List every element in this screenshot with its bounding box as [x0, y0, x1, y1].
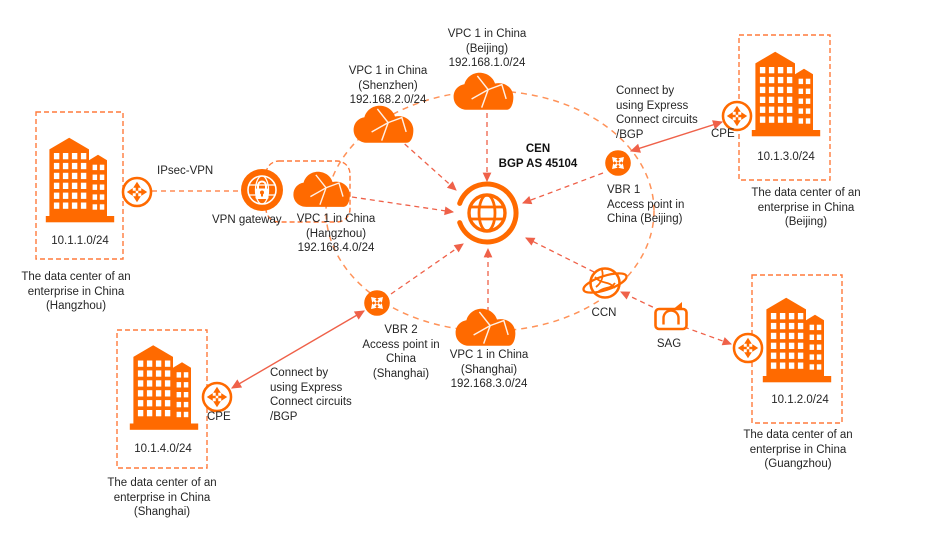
cpe-router-icon-shanghai: [201, 381, 233, 413]
datacenter-building-icon: [129, 345, 199, 430]
dc-beijing-cidr: 10.1.3.0/24: [757, 151, 815, 163]
vpc-hangzhou-label: VPC 1 in China (Hangzhou) 192.168.4.0/24: [296, 213, 376, 254]
vpn-gateway-icon: [241, 169, 283, 211]
ccn-icon: [582, 267, 628, 299]
vpc-shenzhen-label: VPC 1 in China (Shenzhen) 192.168.2.0/24: [348, 65, 428, 106]
dc-shanghai-cidr: 10.1.4.0/24: [134, 443, 192, 455]
link-vbr2-cen: [390, 243, 464, 295]
vpn-vpc-group-box: [265, 160, 351, 223]
dc-hangzhou-cidr: 10.1.1.0/24: [51, 235, 109, 247]
dc-hangzhou-caption: The data center of an enterprise in Chin…: [21, 271, 131, 312]
link-ccn-cen: [525, 237, 595, 273]
cpe-top-label: CPE: [711, 128, 735, 140]
vpc-shanghai-label: VPC 1 in China (Shanghai) 192.168.3.0/24: [449, 349, 529, 390]
dc-box-hangzhou: [35, 111, 124, 260]
vbr-icon-2: [364, 290, 390, 316]
dc-box-shanghai: [116, 329, 208, 469]
link-vbr1-cen: [522, 172, 604, 205]
vbr-icon-1: [605, 150, 631, 176]
datacenter-building-icon: [45, 137, 115, 223]
dc-shanghai-caption: The data center of an enterprise in Chin…: [107, 477, 217, 518]
link-vbr1-cpe-express: [629, 120, 724, 153]
dc-box-beijing: [738, 34, 831, 181]
dc-beijing-caption: The data center of an enterprise in Chin…: [751, 187, 861, 228]
dc-guangzhou-cidr: 10.1.2.0/24: [771, 394, 829, 406]
vbr2-label: VBR 2 Access point in China (Shanghai): [362, 324, 440, 380]
link-vbr2-cpe-express: [231, 310, 365, 389]
cpe-router-icon-hangzhou: [121, 176, 153, 208]
express-connect-bottom-label: Connect by using Express Connect circuit…: [270, 367, 352, 423]
ccn-label: CCN: [591, 307, 617, 319]
sag-icon: [654, 302, 688, 331]
vpc-cloud-icon-shenzhen: [352, 104, 415, 144]
express-connect-top-label: Connect by using Express Connect circuit…: [616, 85, 698, 141]
vpn-gateway-label: VPN gateway: [212, 214, 282, 226]
vpc-cloud-icon-hangzhou: [292, 171, 351, 208]
cpe-router-icon-guangzhou: [732, 332, 764, 364]
link-shenzhen-cen: [397, 137, 457, 191]
vpc-cloud-icon-beijing: [452, 71, 515, 111]
vpc-cloud-icon-shanghai: [454, 307, 517, 347]
link-sag-cpe-guangzhou: [683, 326, 732, 346]
sag-label: SAG: [656, 338, 682, 350]
vbr1-label: VBR 1 Access point in China (Beijing): [607, 184, 685, 225]
cen-label: CEN BGP AS 45104: [498, 143, 578, 170]
datacenter-building-icon: [751, 51, 821, 137]
vpc-beijing-label: VPC 1 in China (Beijing) 192.168.1.0/24: [447, 28, 527, 69]
dc-guangzhou-caption: The data center of an enterprise in Chin…: [743, 429, 853, 470]
cpe-bottom-label: CPE: [207, 411, 231, 423]
connections: [152, 113, 732, 389]
datacenter-building-icon: [762, 297, 832, 383]
cpe-router-icon-beijing: [721, 100, 753, 132]
link-sag-ccn: [620, 291, 662, 312]
cen-globe-icon: [457, 181, 519, 245]
ipsec-vpn-label: IPsec-VPN: [157, 165, 214, 177]
link-hangzhou-cen: [351, 196, 455, 216]
